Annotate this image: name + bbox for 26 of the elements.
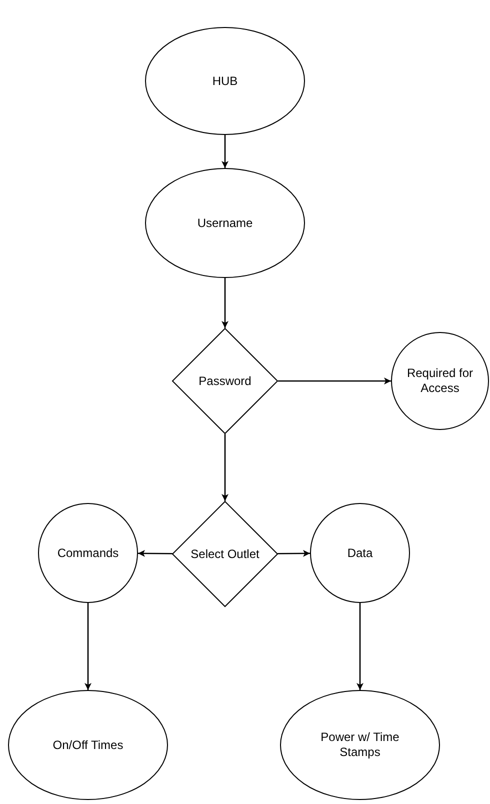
ellipse-node <box>38 503 138 603</box>
arrow <box>222 434 228 501</box>
ellipse-node <box>310 503 410 603</box>
arrow <box>222 278 228 328</box>
node-label: Password <box>198 374 252 388</box>
ellipse-node <box>8 690 168 800</box>
ellipse-node <box>391 332 489 430</box>
node-label: Power w/ Time Stamps <box>320 730 400 760</box>
ellipse-node <box>145 27 305 135</box>
ellipse-node <box>280 690 440 800</box>
node-label: Required for Access <box>406 366 474 396</box>
node-label: HUB <box>212 74 238 88</box>
arrow <box>278 378 391 384</box>
node-label: Commands <box>57 546 119 560</box>
arrow <box>356 603 364 690</box>
arrow <box>138 550 172 557</box>
arrow <box>222 135 228 168</box>
node-label: Select Outlet <box>190 546 260 562</box>
arrow <box>84 603 92 690</box>
arrow <box>278 550 310 557</box>
ellipse-node <box>145 168 305 278</box>
node-label: On/Off Times <box>52 738 124 752</box>
decision-diamond <box>172 501 278 607</box>
decision-diamond <box>172 328 278 434</box>
node-label: Data <box>347 546 373 560</box>
node-label: Username <box>197 216 253 230</box>
